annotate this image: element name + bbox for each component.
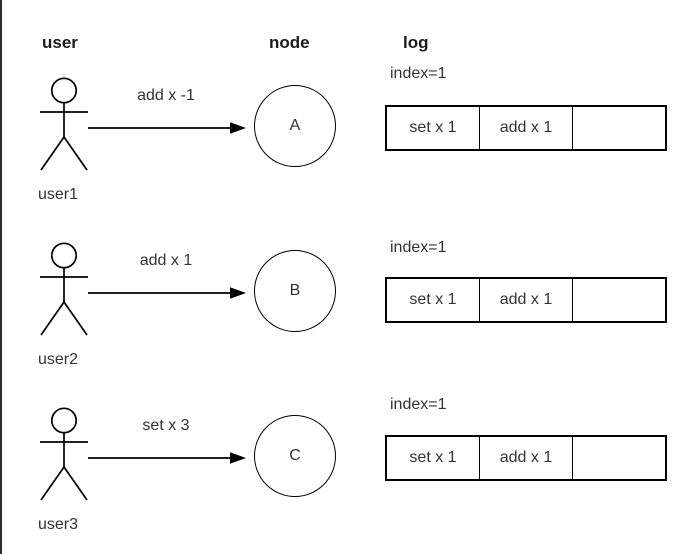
log-cell: add x 1 [479,107,572,149]
node-circle: C [254,415,336,497]
person-icon [33,407,95,507]
arrow-icon [88,450,246,466]
log-cell: set x 1 [409,119,457,136]
log-index-label: index=1 [390,65,447,82]
log-table: set x 1 add x 1 [385,435,667,481]
log-index-label: index=1 [390,239,447,256]
log-cell: add x 1 [479,437,572,479]
user-label: user3 [38,516,79,533]
user-label: user2 [38,351,79,368]
log-index-label: index=1 [390,396,447,413]
log-cell: set x 1 [409,291,457,308]
column-header-log: log [403,33,429,52]
log-table: set x 1 add x 1 [385,105,667,151]
log-table: set x 1 add x 1 [385,277,667,323]
message-label: add x 1 [139,252,193,269]
user-label: user1 [38,186,79,203]
column-header-user: user [42,33,78,52]
person-icon [33,242,95,342]
log-cell: add x 1 [479,279,572,321]
node-label: A [289,117,301,134]
node-circle: A [254,85,336,167]
log-cell [572,279,665,321]
log-cell [572,107,665,149]
node-circle: B [254,250,336,332]
message-label: add x -1 [137,87,195,104]
column-header-node: node [269,33,310,52]
arrow-icon [88,120,246,136]
person-icon [33,77,95,177]
arrow-icon [88,285,246,301]
message-label: set x 3 [142,417,190,434]
log-cell [572,437,665,479]
log-cell: set x 1 [409,449,457,466]
node-label: B [289,282,301,299]
node-label: C [289,447,301,464]
